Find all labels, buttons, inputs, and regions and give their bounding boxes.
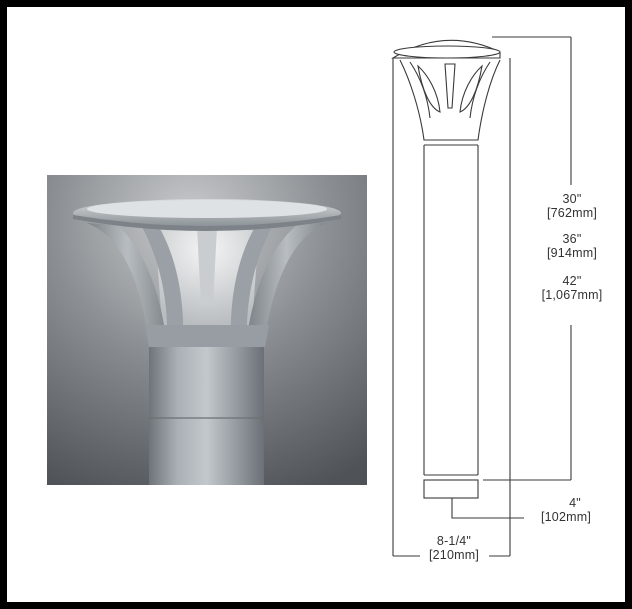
base-width-inches: 4" bbox=[569, 496, 581, 510]
height-36-mm: [914mm] bbox=[546, 246, 598, 260]
height-30-label: 30" [762mm] bbox=[540, 192, 604, 220]
top-width-inches: 8-1/4" bbox=[436, 534, 472, 548]
height-36-inches: 36" bbox=[562, 232, 582, 246]
top-width-label: 8-1/4" [210mm] bbox=[414, 534, 494, 562]
height-30-inches: 30" bbox=[562, 192, 582, 206]
base-width-mm: [102mm] bbox=[540, 510, 592, 524]
top-width-mm: [210mm] bbox=[428, 548, 480, 562]
base-width-label: 4" [102mm] bbox=[526, 496, 606, 524]
height-42-mm: [1,067mm] bbox=[541, 288, 603, 302]
height-30-mm: [762mm] bbox=[546, 206, 598, 220]
height-36-label: 36" [914mm] bbox=[540, 232, 604, 260]
height-42-inches: 42" bbox=[562, 274, 582, 288]
product-photo bbox=[47, 175, 367, 485]
height-42-label: 42" [1,067mm] bbox=[530, 274, 614, 302]
